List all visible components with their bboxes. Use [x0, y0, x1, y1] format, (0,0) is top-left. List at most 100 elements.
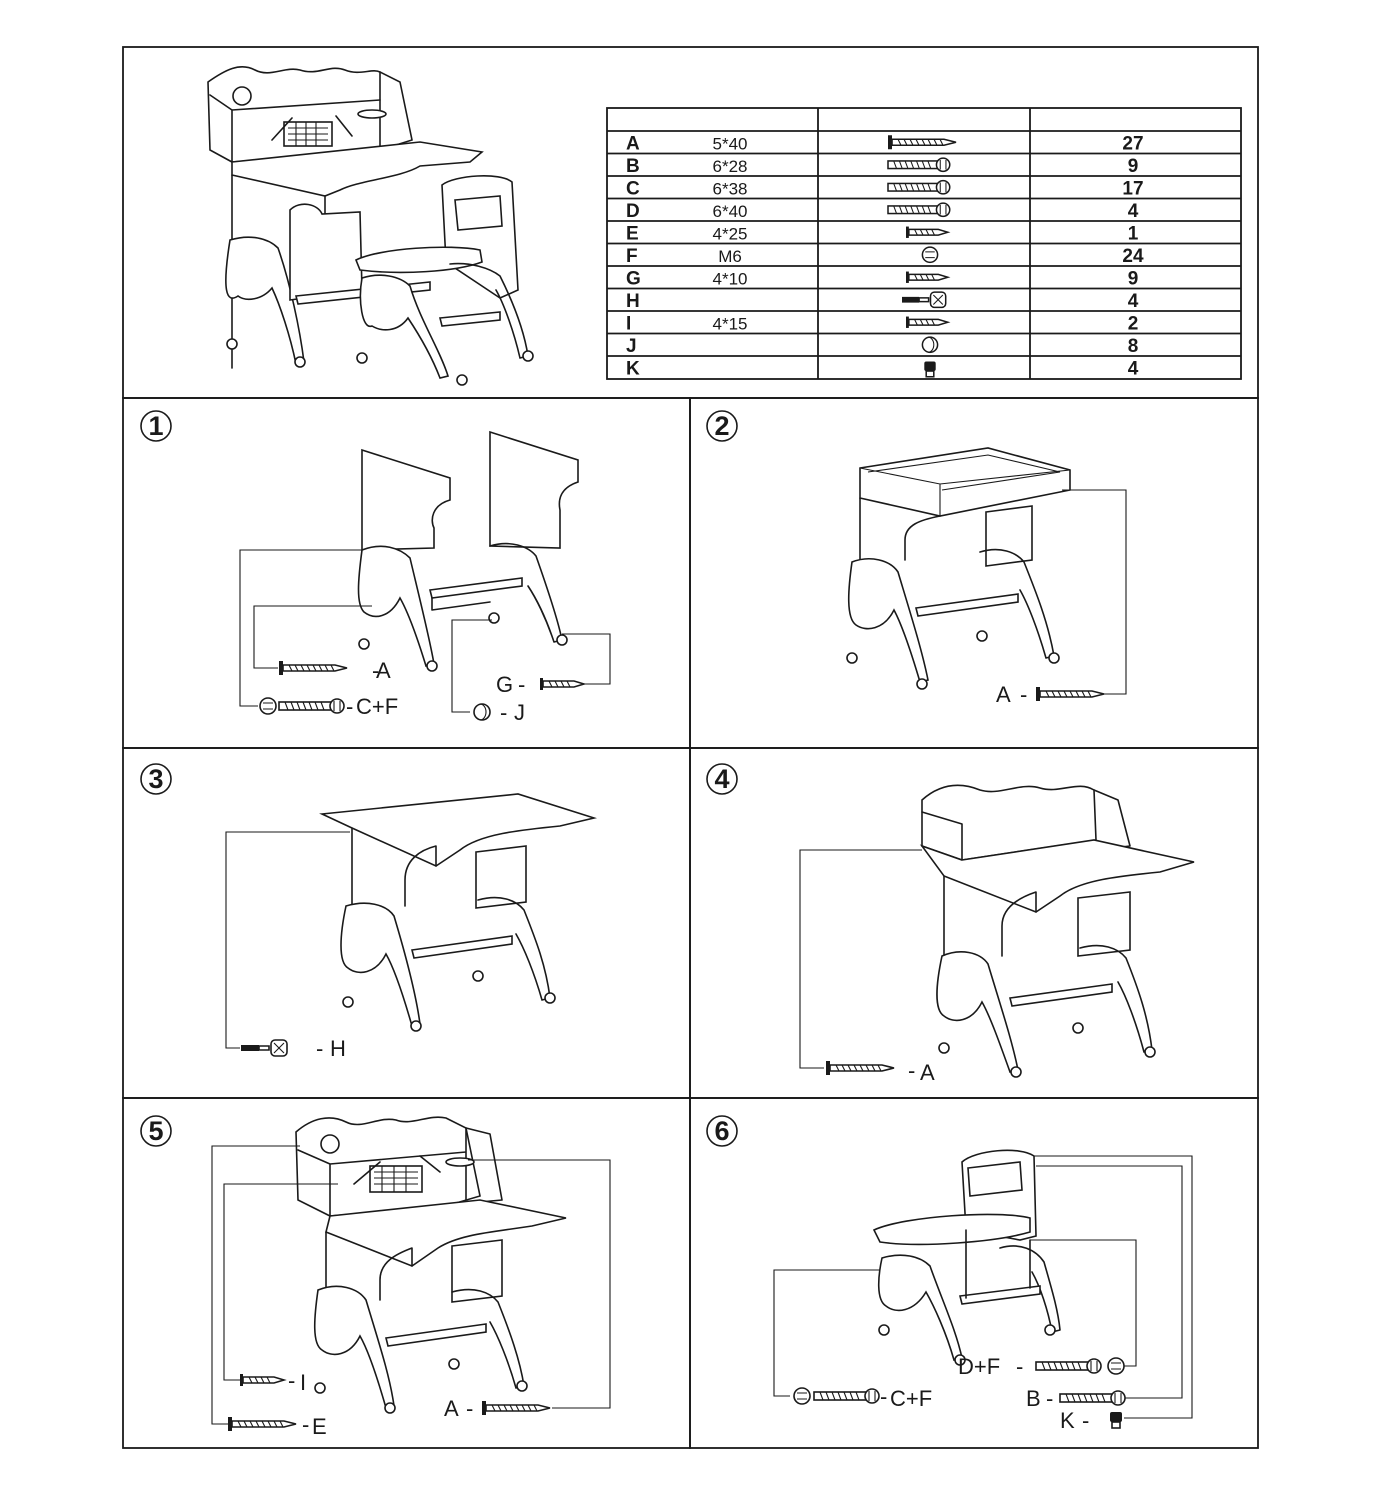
step-2-label-a: A	[996, 682, 1011, 707]
part-letter: K	[626, 358, 640, 379]
svg-text:-: -	[372, 658, 379, 683]
cap-icon	[923, 360, 937, 378]
part-letter: I	[626, 313, 631, 334]
part-quantity: 27	[1122, 133, 1143, 154]
step-6-label-k: K	[1060, 1408, 1075, 1433]
step-4-illustration: - A	[799, 784, 1195, 1085]
part-size: 6*28	[713, 157, 748, 176]
svg-text:-: -	[908, 1058, 915, 1083]
glide-icon	[921, 336, 939, 354]
step-6-illustration: - C+F D+F - B - K -	[773, 1149, 1193, 1433]
part-size: 4*25	[713, 224, 748, 243]
long-screw-icon	[887, 134, 957, 151]
part-size: 4*10	[713, 269, 748, 288]
step-6-number: 6	[706, 1115, 738, 1147]
short-screw-icon	[905, 270, 949, 284]
step-1-label-a: A	[376, 658, 391, 683]
part-letter: H	[626, 291, 640, 312]
svg-text:-: -	[880, 1384, 887, 1409]
part-quantity: 9	[1128, 156, 1139, 177]
part-letter: C	[626, 178, 640, 199]
part-size: 5*40	[713, 134, 748, 153]
svg-text:-: -	[466, 1396, 473, 1421]
step-5-label-a: A	[444, 1396, 459, 1421]
svg-text:-: -	[1020, 682, 1027, 707]
part-quantity: 4	[1128, 358, 1139, 379]
step-5-label-i: I	[300, 1370, 306, 1395]
svg-text:-: -	[1082, 1408, 1089, 1433]
step-3-illustration: - H	[225, 793, 598, 1061]
connector-icon	[901, 291, 947, 309]
part-letter: B	[626, 156, 640, 177]
bolt-icon	[887, 157, 951, 173]
part-size: 6*38	[713, 179, 748, 198]
part-quantity: 4	[1128, 201, 1139, 222]
step-5-label-e: E	[312, 1414, 327, 1439]
step-3-number: 3	[140, 763, 172, 795]
svg-text:5: 5	[148, 1116, 163, 1146]
step-1-number: 1	[140, 410, 172, 442]
step-1-label-cf: C+F	[356, 694, 398, 719]
part-letter: E	[626, 223, 639, 244]
svg-text:-: -	[302, 1412, 309, 1437]
parts-table-row: D 6*40 4	[626, 201, 1139, 222]
part-letter: D	[626, 201, 640, 222]
parts-table-row: I 4*15 2	[626, 313, 1138, 334]
step-3-frame	[122, 747, 691, 1099]
svg-text:1: 1	[148, 411, 163, 441]
parts-table-row: A 5*40 27	[626, 133, 1144, 154]
svg-text:2: 2	[714, 411, 729, 441]
part-quantity: 24	[1122, 246, 1144, 267]
part-letter: G	[626, 268, 641, 289]
step-2-number: 2	[706, 410, 738, 442]
step-6-label-df: D+F	[958, 1354, 1000, 1379]
svg-text:-: -	[500, 700, 507, 725]
svg-text:-: -	[316, 1036, 323, 1061]
part-quantity: 8	[1128, 336, 1139, 357]
svg-text:6: 6	[714, 1116, 729, 1146]
part-letter: A	[626, 133, 640, 154]
short-screw-icon	[905, 315, 949, 329]
step-3-label-h: H	[330, 1036, 346, 1061]
step-1-label-g: G	[496, 672, 513, 697]
step-5-number: 5	[140, 1115, 172, 1147]
step-2-illustration: A -	[846, 447, 1127, 707]
step-4-number: 4	[706, 763, 738, 795]
svg-text:-: -	[518, 672, 525, 697]
cam-nut-icon	[921, 246, 939, 264]
step-1-label-j: J	[514, 700, 525, 725]
parts-table-row: G 4*10 9	[626, 268, 1138, 289]
svg-text:-: -	[1046, 1386, 1053, 1411]
part-letter: J	[626, 336, 637, 357]
svg-text:-: -	[1016, 1354, 1023, 1379]
part-size: 4*15	[713, 314, 748, 333]
step-6-label-cf: C+F	[890, 1386, 932, 1411]
desk-chair-overview-illustration	[207, 66, 534, 386]
bolt-icon	[887, 179, 951, 195]
part-quantity: 9	[1128, 268, 1139, 289]
svg-text:4: 4	[714, 764, 729, 794]
svg-text:3: 3	[148, 764, 163, 794]
step-6-frame	[689, 1097, 1259, 1449]
part-size: 6*40	[713, 202, 748, 221]
step-5-illustration: - I - E A -	[211, 1116, 611, 1439]
short-screw-icon	[905, 225, 949, 239]
parts-table-row: C 6*38 17	[626, 178, 1144, 199]
part-quantity: 17	[1122, 178, 1143, 199]
step-1-illustration: - A - C+F G - - J	[239, 430, 611, 725]
bolt-icon	[887, 202, 951, 218]
svg-text:-: -	[288, 1368, 295, 1393]
step-6-label-b: B	[1026, 1386, 1041, 1411]
part-letter: F	[626, 246, 638, 267]
part-quantity: 4	[1128, 291, 1139, 312]
part-quantity: 2	[1128, 313, 1139, 334]
parts-table-row: B 6*28 9	[626, 156, 1138, 177]
step-4-label-a: A	[920, 1060, 935, 1085]
parts-table-row: E 4*25 1	[626, 223, 1139, 244]
part-quantity: 1	[1128, 223, 1139, 244]
